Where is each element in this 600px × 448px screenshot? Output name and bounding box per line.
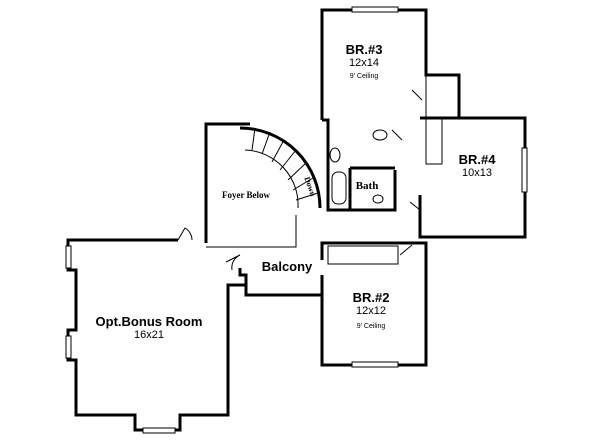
closet <box>425 74 459 118</box>
closet <box>327 245 399 265</box>
sink <box>372 194 384 204</box>
bath-label: Bath <box>355 180 379 192</box>
br2-ceiling: 9' Ceiling <box>356 323 386 330</box>
br4-window <box>521 147 528 193</box>
bonus-window <box>65 245 72 269</box>
balcony-label: Balcony <box>261 259 313 274</box>
door-swings <box>177 89 423 271</box>
br4-size: 10x13 <box>462 167 492 179</box>
bonus-room-size: 16x21 <box>134 329 164 341</box>
bath-walls <box>322 118 397 212</box>
br3-name: BR.#3 <box>345 42 383 57</box>
br4-walls <box>418 116 527 239</box>
br2-window <box>351 361 399 368</box>
bathtub <box>331 171 347 205</box>
bonus-room-name: Opt.Bonus Room <box>95 314 203 329</box>
foyer-walls <box>204 122 250 243</box>
closet <box>425 117 443 165</box>
br2-name: BR.#2 <box>352 290 390 305</box>
toilet <box>329 147 341 163</box>
foyer-label: Foyer Below <box>221 190 271 200</box>
br4-name: BR.#4 <box>458 152 496 167</box>
bonus-room-walls <box>66 238 248 432</box>
br3-window <box>351 6 399 13</box>
bonus-window <box>142 427 176 434</box>
br2-size: 12x12 <box>356 305 386 317</box>
br3-walls <box>320 8 461 120</box>
sink <box>372 129 388 141</box>
br3-ceiling: 9' Ceiling <box>349 73 379 80</box>
curved-stair <box>239 126 322 209</box>
br2-walls <box>320 241 428 367</box>
bonus-window <box>65 335 72 359</box>
br3-size: 12x14 <box>349 57 379 69</box>
